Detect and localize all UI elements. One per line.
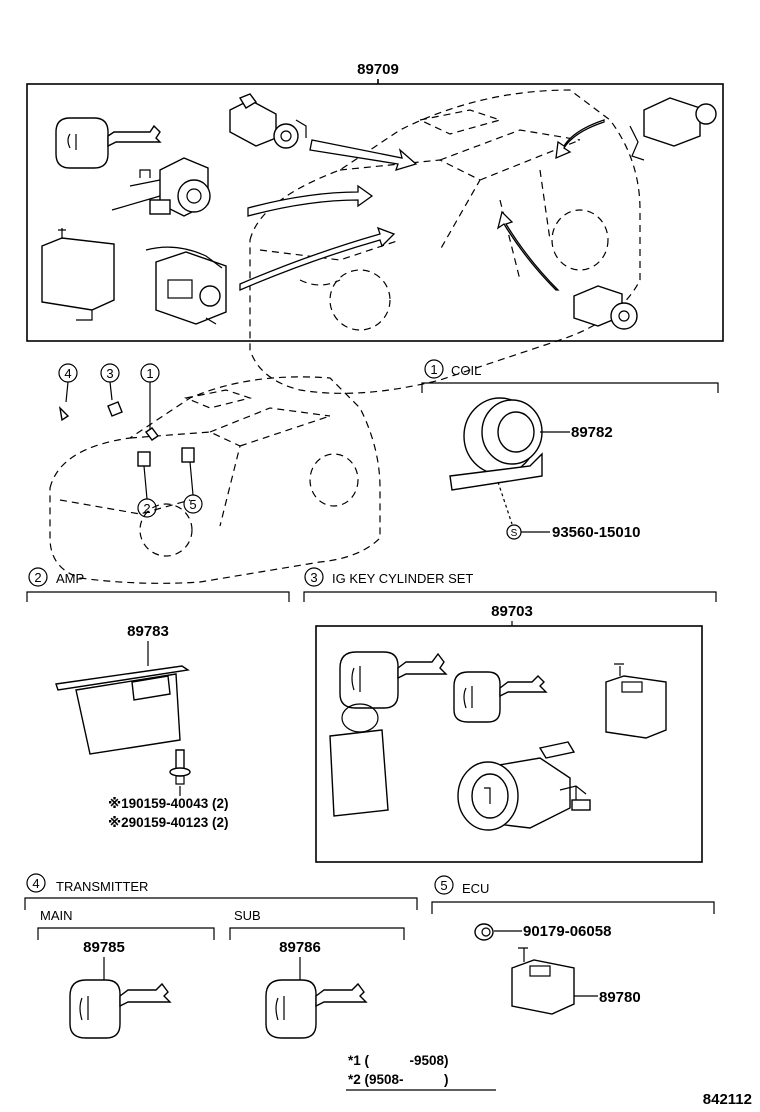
- ecu-icon: [511, 947, 575, 1015]
- transmitter-sub-key-icon: [265, 979, 368, 1039]
- key-cylinder-bracket: [303, 591, 717, 602]
- coil-screw-leader: [497, 481, 513, 525]
- ecu-index-circle: [434, 875, 454, 895]
- coil-index: 1: [430, 362, 437, 377]
- amp-index-circle: [28, 567, 48, 587]
- amp-bracket: [26, 591, 290, 602]
- amp-bolt-2: ※290159-40123 (2): [108, 815, 228, 830]
- sub-key-icon: [453, 671, 548, 723]
- master-key-icon: [329, 651, 448, 817]
- amp-title: AMP: [56, 571, 84, 586]
- back-door-lock-icon: [629, 97, 717, 161]
- amp-part-number: 89783: [127, 623, 169, 640]
- footnote-1: *1 ( -9508): [348, 1053, 449, 1068]
- location-callouts: 4 3 1 2 5: [58, 363, 203, 518]
- transmitter-main-bracket: [37, 927, 215, 940]
- transmitter-sub-label: SUB: [234, 908, 261, 923]
- callout-5: 5: [189, 497, 196, 512]
- transmitter-main-label: MAIN: [40, 908, 73, 923]
- transmitter-main-key-icon: [69, 979, 172, 1039]
- key-cylinder-frame: [315, 625, 703, 863]
- ecu-location-mark: [181, 447, 195, 463]
- assembly-frame: [26, 83, 724, 342]
- transmitter-location-mark: [58, 405, 70, 422]
- key-icon: [55, 117, 162, 169]
- ecu-index: 5: [440, 878, 447, 893]
- callout-2: 2: [143, 501, 150, 516]
- ignition-cylinder-icon: [457, 741, 591, 831]
- callout-1: 1: [146, 366, 153, 381]
- amp-icon: [55, 665, 190, 755]
- footnote-2: *2 (9508- ): [348, 1072, 449, 1087]
- key-location-mark: [107, 401, 123, 417]
- assembly-part-number: 89709: [357, 61, 399, 78]
- coil-part-number: 89782: [571, 424, 613, 441]
- callout-4: 4: [64, 366, 71, 381]
- location-arrows: [239, 119, 605, 291]
- transmitter-index-circle: [26, 873, 46, 893]
- door-lock-cylinder-right-icon: [573, 285, 638, 330]
- transmitter-sub-bracket: [229, 927, 405, 940]
- coil-location-mark: [144, 427, 160, 441]
- coil-bracket: [421, 382, 719, 393]
- bolt-icon: [169, 749, 191, 785]
- amplifier-icon: [145, 246, 227, 325]
- door-lock-cylinder-icon: [229, 93, 307, 149]
- ecu-nut-icon: [474, 923, 494, 941]
- coil-screw-part-number: 93560-15010: [552, 524, 640, 541]
- diagram-id: 842112: [703, 1091, 752, 1108]
- coil-index-circle: [424, 359, 444, 379]
- ecu-title: ECU: [462, 881, 489, 896]
- key-cylinder-index-circle: [304, 567, 324, 587]
- cylinder-ecu-icon: [605, 663, 667, 739]
- key-cylinder-title: IG KEY CYLINDER SET: [332, 571, 473, 586]
- key-cylinder-index: 3: [310, 570, 317, 585]
- amp-bolt-1: ※190159-40043 (2): [108, 796, 228, 811]
- coil-icon: [449, 397, 543, 491]
- transmitter-main-part-number: 89785: [83, 939, 125, 956]
- transmitter-sub-part-number: 89786: [279, 939, 321, 956]
- ecu-nut-part-number: 90179-06058: [523, 923, 611, 940]
- amp-index: 2: [34, 570, 41, 585]
- ecu-bracket: [431, 901, 715, 914]
- screw-symbol: S: [511, 528, 518, 539]
- location-view-vehicle: [49, 376, 381, 584]
- key-cylinder-part-number: 89703: [491, 603, 533, 620]
- ecu-box-icon: [41, 228, 115, 321]
- transmitter-bracket: [24, 897, 418, 910]
- coil-title: COIL: [451, 363, 481, 378]
- amp-location-mark: [137, 451, 151, 467]
- vehicle-outline: [249, 89, 641, 394]
- ecu-part-number: 89780: [599, 989, 641, 1006]
- callout-3: 3: [106, 366, 113, 381]
- transmitter-title: TRANSMITTER: [56, 879, 148, 894]
- transmitter-index: 4: [32, 876, 39, 891]
- ignition-switch-icon: [111, 157, 211, 217]
